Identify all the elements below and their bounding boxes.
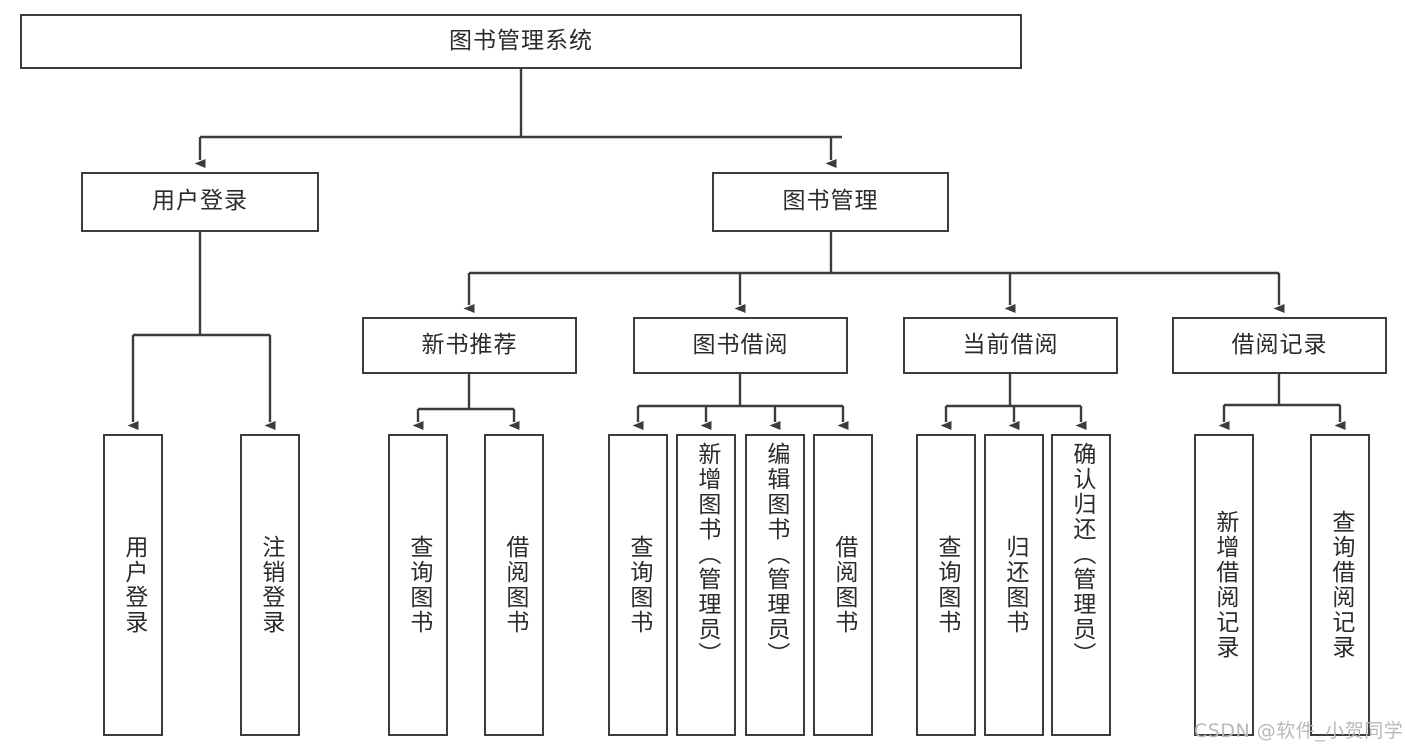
node-leaf-confirm-return[interactable]: 确认归还（管理员）: [1051, 434, 1111, 736]
edge-group-book-borrow: [632, 374, 849, 430]
node-book-manage[interactable]: 图书管理: [712, 172, 949, 232]
node-leaf-logout[interactable]: 注销登录: [240, 434, 300, 736]
watermark-text: CSDN @软件_小贺同学: [1194, 720, 1404, 742]
node-user-login-label: 用户登录: [152, 188, 248, 215]
node-root-label: 图书管理系统: [449, 27, 593, 54]
node-leaf-borrow-book-1[interactable]: 借阅图书: [484, 434, 544, 736]
node-leaf-add-record[interactable]: 新增借阅记录: [1194, 434, 1254, 736]
node-leaf-query-record-label: 查询借阅记录: [1327, 510, 1354, 660]
node-leaf-logout-label: 注销登录: [257, 535, 284, 635]
node-new-book-recommend-label: 新书推荐: [421, 331, 518, 358]
node-leaf-query-book-3-label: 查询图书: [933, 535, 960, 635]
node-root[interactable]: 图书管理系统: [20, 14, 1022, 69]
node-leaf-query-book-2-label: 查询图书: [625, 535, 652, 635]
node-borrow-record-label: 借阅记录: [1231, 331, 1328, 358]
node-leaf-query-record[interactable]: 查询借阅记录: [1310, 434, 1370, 736]
edge-group-user-login: [127, 232, 276, 430]
node-book-borrow-label: 图书借阅: [692, 331, 789, 358]
node-current-borrow[interactable]: 当前借阅: [903, 317, 1118, 374]
node-leaf-confirm-return-label: 确认归还（管理员）: [1068, 442, 1095, 667]
node-leaf-borrow-book-2[interactable]: 借阅图书: [813, 434, 873, 736]
node-leaf-query-book-1[interactable]: 查询图书: [388, 434, 448, 736]
node-book-borrow[interactable]: 图书借阅: [633, 317, 848, 374]
node-leaf-return-book[interactable]: 归还图书: [984, 434, 1044, 736]
node-leaf-user-login-label: 用户登录: [120, 535, 147, 635]
node-new-book-recommend[interactable]: 新书推荐: [362, 317, 577, 374]
node-leaf-borrow-book-1-label: 借阅图书: [501, 535, 528, 635]
edge-group-book-manage: [463, 232, 1285, 313]
node-book-manage-label: 图书管理: [782, 188, 879, 215]
node-leaf-edit-book-label: 编辑图书（管理员）: [762, 442, 789, 667]
edge-group-current-borrow: [940, 374, 1087, 430]
node-leaf-add-book-label: 新增图书（管理员）: [693, 442, 720, 667]
node-leaf-user-login[interactable]: 用户登录: [103, 434, 163, 736]
node-leaf-borrow-book-2-label: 借阅图书: [830, 535, 857, 635]
edge-group-new-book-recommend: [412, 374, 520, 430]
node-leaf-query-book-3[interactable]: 查询图书: [916, 434, 976, 736]
node-current-borrow-label: 当前借阅: [962, 331, 1059, 358]
node-leaf-return-book-label: 归还图书: [1001, 535, 1028, 635]
node-leaf-query-book-1-label: 查询图书: [405, 535, 432, 635]
node-leaf-add-book[interactable]: 新增图书（管理员）: [676, 434, 736, 736]
node-leaf-add-record-label: 新增借阅记录: [1211, 510, 1238, 660]
edge-group-borrow-record: [1218, 374, 1346, 430]
node-user-login[interactable]: 用户登录: [81, 172, 319, 232]
node-borrow-record[interactable]: 借阅记录: [1172, 317, 1387, 374]
edge-group-root: [194, 69, 842, 168]
node-leaf-query-book-2[interactable]: 查询图书: [608, 434, 668, 736]
node-leaf-edit-book[interactable]: 编辑图书（管理员）: [745, 434, 805, 736]
